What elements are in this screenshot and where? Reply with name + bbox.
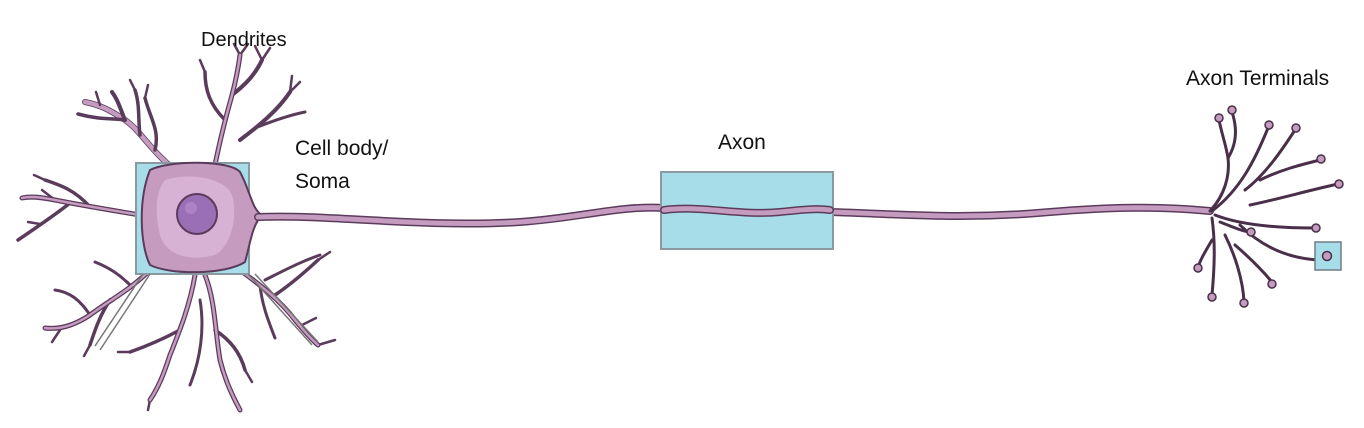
dendrite-fill bbox=[20, 53, 320, 412]
axon-terminals bbox=[1196, 110, 1340, 304]
terminal-box bbox=[1314, 241, 1342, 271]
nucleus bbox=[176, 193, 218, 235]
soma-pointer-lines bbox=[94, 273, 319, 351]
label-axon: Axon bbox=[718, 131, 766, 154]
label-dendrites: Dendrites bbox=[201, 29, 287, 51]
label-soma: Soma bbox=[295, 170, 350, 193]
cell-body-box bbox=[135, 161, 264, 275]
axon-box bbox=[660, 171, 834, 250]
label-cell-body: Cell body/ bbox=[295, 137, 389, 160]
label-axon-terminals: Axon Terminals bbox=[1186, 67, 1329, 90]
terminal-buttons bbox=[1193, 105, 1344, 308]
